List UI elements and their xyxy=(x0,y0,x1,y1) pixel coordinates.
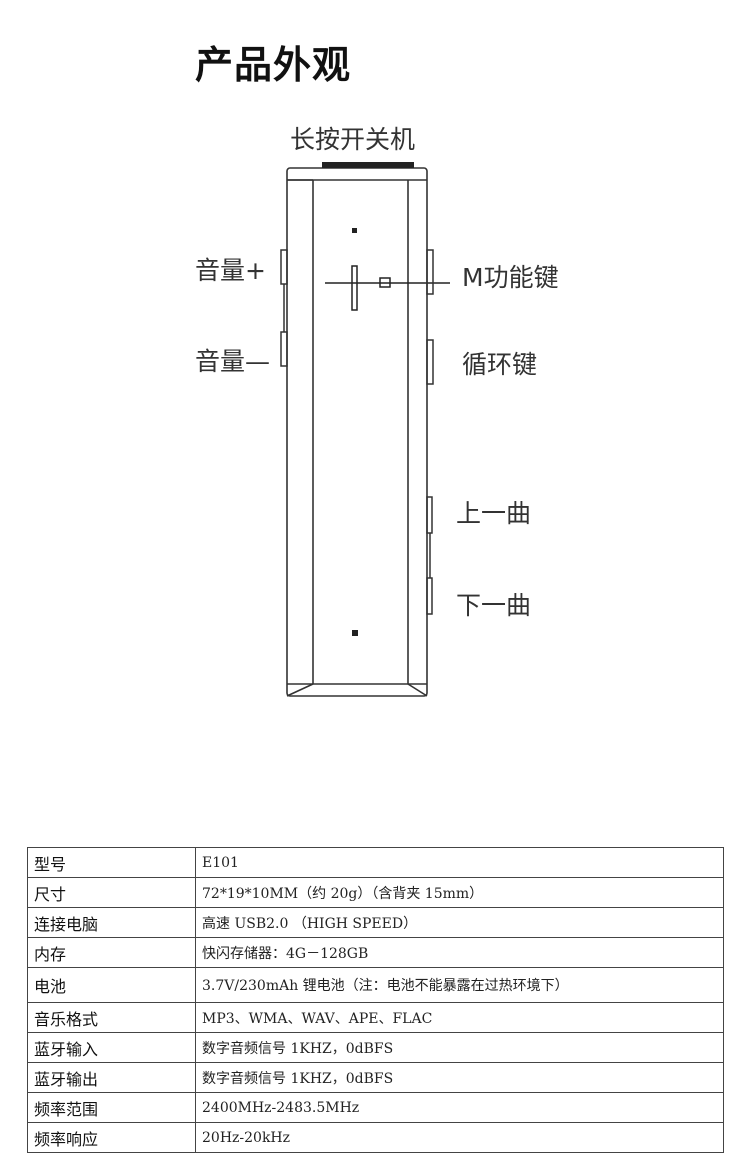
label-vol-down: 音量— xyxy=(195,347,271,376)
spec-value: 高速 USB2.0 （HIGH SPEED） xyxy=(195,907,724,938)
label-prev-track: 上一曲 xyxy=(456,499,532,528)
spec-key: 频率响应 xyxy=(27,1122,196,1153)
vol-down-button xyxy=(280,331,288,367)
spec-value: 数字音频信号 1KHZ，0dBFS xyxy=(195,1062,724,1093)
spec-key: 电池 xyxy=(27,967,196,1003)
spec-value: 3.7V/230mAh 锂电池（注：电池不能暴露在过热环境下） xyxy=(195,967,724,1003)
indicator-dot-top xyxy=(352,228,357,233)
table-row: 蓝牙输入 数字音频信号 1KHZ，0dBFS xyxy=(27,1032,724,1063)
center-slot xyxy=(351,265,358,311)
table-row: 型号 E101 xyxy=(27,847,724,878)
vol-up-button xyxy=(280,249,288,285)
spec-key: 音乐格式 xyxy=(27,1002,196,1033)
device-drawing xyxy=(280,162,450,697)
label-loop-key: 循环键 xyxy=(462,350,538,379)
spec-value: 数字音频信号 1KHZ，0dBFS xyxy=(195,1032,724,1063)
spec-key: 蓝牙输入 xyxy=(27,1032,196,1063)
spec-key: 型号 xyxy=(27,847,196,878)
table-row: 频率响应 20Hz-20kHz xyxy=(27,1122,724,1153)
table-row: 频率范围 2400MHz-2483.5MHz xyxy=(27,1092,724,1123)
spec-key: 频率范围 xyxy=(27,1092,196,1123)
indicator-dot-bottom xyxy=(352,630,358,636)
label-power: 长按开关机 xyxy=(290,125,416,154)
spec-value: E101 xyxy=(195,847,724,878)
spec-value: 20Hz-20kHz xyxy=(195,1122,724,1153)
table-row: 连接电脑 高速 USB2.0 （HIGH SPEED） xyxy=(27,907,724,938)
spec-key: 尺寸 xyxy=(27,877,196,908)
label-vol-up: 音量+ xyxy=(195,256,266,285)
page-title: 产品外观 xyxy=(195,42,352,87)
prev-button xyxy=(426,496,433,534)
spec-value: MP3、WMA、WAV、APE、FLAC xyxy=(195,1002,724,1033)
table-row: 电池 3.7V/230mAh 锂电池（注：电池不能暴露在过热环境下） xyxy=(27,967,724,1003)
spec-value: 72*19*10MM（约 20g）（含背夹 15mm） xyxy=(195,877,724,908)
table-row: 尺寸 72*19*10MM（约 20g）（含背夹 15mm） xyxy=(27,877,724,908)
label-next-track: 下一曲 xyxy=(456,591,532,620)
spec-key: 连接电脑 xyxy=(27,907,196,938)
spec-key: 内存 xyxy=(27,937,196,968)
spec-table: 型号 E101 尺寸 72*19*10MM（约 20g）（含背夹 15mm） 连… xyxy=(27,847,724,1153)
table-row: 蓝牙输出 数字音频信号 1KHZ，0dBFS xyxy=(27,1062,724,1093)
next-button xyxy=(426,577,433,615)
m-key-button xyxy=(426,249,434,295)
table-row: 内存 快闪存储器：4G－128GB xyxy=(27,937,724,968)
label-m-key: M功能键 xyxy=(462,263,559,292)
loop-key-button xyxy=(426,339,434,385)
table-row: 音乐格式 MP3、WMA、WAV、APE、FLAC xyxy=(27,1002,724,1033)
spec-key: 蓝牙输出 xyxy=(27,1062,196,1093)
spec-value: 2400MHz-2483.5MHz xyxy=(195,1092,724,1123)
power-button xyxy=(322,162,414,168)
spec-value: 快闪存储器：4G－128GB xyxy=(195,937,724,968)
